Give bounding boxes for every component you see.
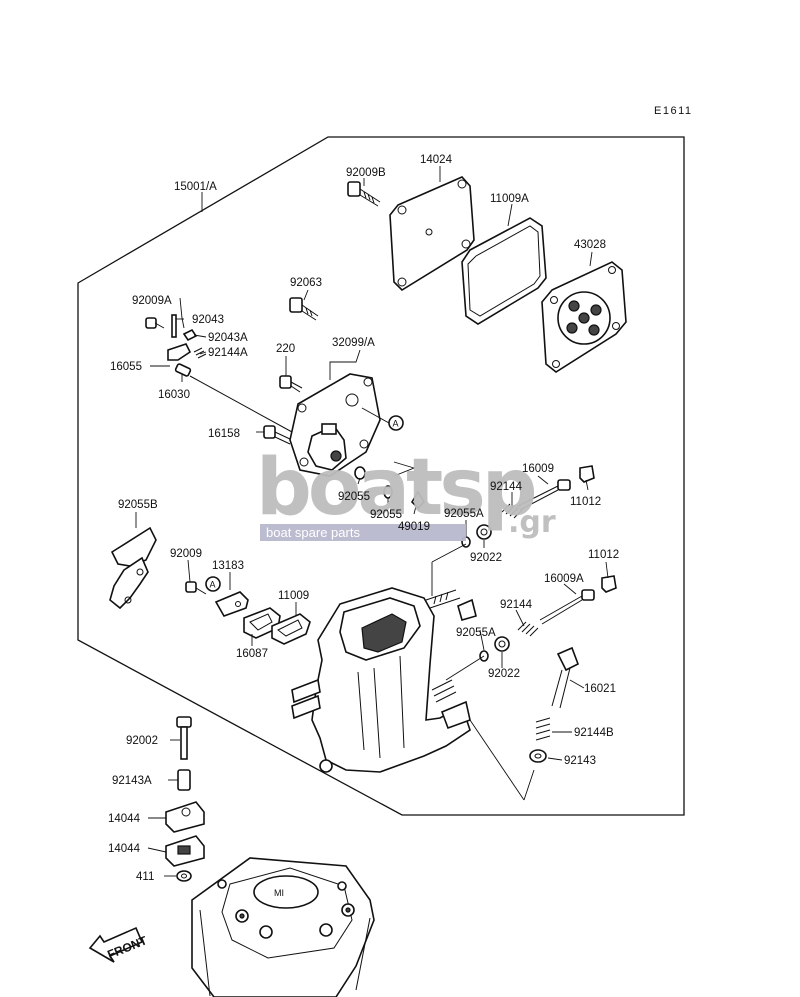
- ref-marker-a-2: A: [205, 576, 221, 592]
- label-49019: 49019: [398, 521, 430, 533]
- label-92055B: 92055B: [118, 499, 158, 511]
- screw-92063: [289, 297, 319, 321]
- spring-92144: [501, 503, 523, 519]
- label-92063: 92063: [290, 277, 322, 289]
- label-92055: 92055: [338, 491, 370, 503]
- assembly-outline: [77, 136, 685, 816]
- link-16030: [174, 363, 293, 433]
- gasket-92055B: [109, 526, 157, 610]
- label-14044: 14044: [108, 813, 141, 825]
- gasket-11009A: [461, 217, 547, 325]
- front-arrow: FRONT: [88, 926, 150, 963]
- pin-92043: [171, 314, 177, 338]
- bolt-92002: [176, 716, 192, 760]
- spring-92144A: [193, 347, 207, 359]
- pump-body-32099A: [289, 373, 381, 477]
- label-92043A: 92043A: [208, 332, 248, 344]
- label-92055-2: 92055: [370, 509, 402, 521]
- label-11012-2: 11012: [588, 549, 619, 561]
- label-16009: 16009: [522, 463, 554, 475]
- plate-13183: [214, 591, 249, 617]
- ref-marker-a-1: A: [361, 407, 404, 431]
- label-13183: 13183: [212, 560, 244, 572]
- svg-text:A: A: [393, 419, 399, 429]
- label-92043: 92043: [192, 314, 224, 326]
- watermark-tagline-bg: [260, 524, 466, 541]
- washer-92143: [529, 749, 547, 763]
- cover-14024: [389, 176, 475, 292]
- label-15001A: 15001/A: [174, 181, 217, 193]
- cylinder-head: MI: [191, 857, 375, 997]
- label-220: 220: [276, 343, 295, 355]
- lever-16055: [167, 343, 192, 361]
- label-92002: 92002: [126, 735, 158, 747]
- label-16158: 16158: [208, 428, 240, 440]
- collar-92143A: [177, 769, 191, 791]
- label-92022-2: 92022: [488, 668, 520, 680]
- label-92009: 92009: [170, 548, 202, 560]
- label-411: 411: [136, 871, 154, 883]
- label-92055A-2: 92055A: [456, 627, 496, 639]
- fitting-16021: [551, 646, 580, 709]
- part-labels: 92009B 14024 15001/A 11009A 43028 92063 …: [108, 154, 619, 883]
- screw-92009B: [347, 181, 381, 207]
- leader-lines: [135, 166, 609, 877]
- label-43028: 43028: [574, 239, 606, 251]
- label-92022: 92022: [470, 552, 502, 564]
- carburetor-body: [291, 587, 477, 773]
- label-11009A: 11009A: [490, 193, 529, 205]
- watermark-tagline: boat spare parts: [266, 525, 360, 540]
- washer-411: [176, 870, 192, 882]
- label-11009: 11009: [278, 590, 309, 602]
- clip-92043A: [182, 328, 198, 342]
- screw-16158: [263, 425, 293, 445]
- label-92144: 92144: [490, 481, 523, 493]
- label-92009B: 92009B: [346, 167, 386, 179]
- label-92009A: 92009A: [132, 295, 172, 307]
- label-16021: 16021: [584, 683, 616, 695]
- svg-text:A: A: [210, 580, 216, 590]
- label-16009A: 16009A: [544, 573, 584, 585]
- label-16087: 16087: [236, 648, 268, 660]
- diagram-code: E1611: [654, 105, 693, 117]
- gasket-11009: [271, 613, 311, 645]
- label-14024: 14024: [420, 154, 453, 166]
- label-16030: 16030: [158, 389, 190, 401]
- watermark-tld: .gr: [508, 505, 556, 540]
- label-92144B: 92144B: [574, 727, 614, 739]
- label-32099A: 32099/A: [332, 337, 375, 349]
- bracket-14044-2: [165, 835, 205, 867]
- cap-11012: [579, 465, 595, 483]
- screw-220: [279, 375, 303, 393]
- spring-92144-2: [517, 621, 539, 637]
- label-92144A: 92144A: [208, 347, 248, 359]
- svg-text:MI: MI: [274, 888, 284, 898]
- label-16055: 16055: [110, 361, 142, 373]
- adjust-screw-16009: [517, 479, 571, 511]
- bracket-14044: [165, 801, 205, 833]
- washer-92022: [476, 524, 492, 540]
- washer-92022-2: [494, 636, 510, 652]
- cap-11012-2: [601, 575, 617, 593]
- label-14044-2: 14044: [108, 843, 141, 855]
- label-92055A: 92055A: [444, 508, 484, 520]
- watermark: boatsp .gr boat spare parts: [256, 443, 556, 541]
- screw-92009: [185, 581, 207, 595]
- watermark-logo: boatsp: [256, 443, 535, 533]
- spring-92144B: [535, 717, 551, 741]
- diaphragm-43028: [541, 261, 627, 373]
- label-11012: 11012: [570, 496, 601, 508]
- label-92144-2: 92144: [500, 599, 533, 611]
- label-92143: 92143: [564, 755, 596, 767]
- label-92143A: 92143A: [112, 775, 152, 787]
- screw-92009A: [145, 317, 165, 329]
- adjust-screw-16009A: [539, 589, 595, 625]
